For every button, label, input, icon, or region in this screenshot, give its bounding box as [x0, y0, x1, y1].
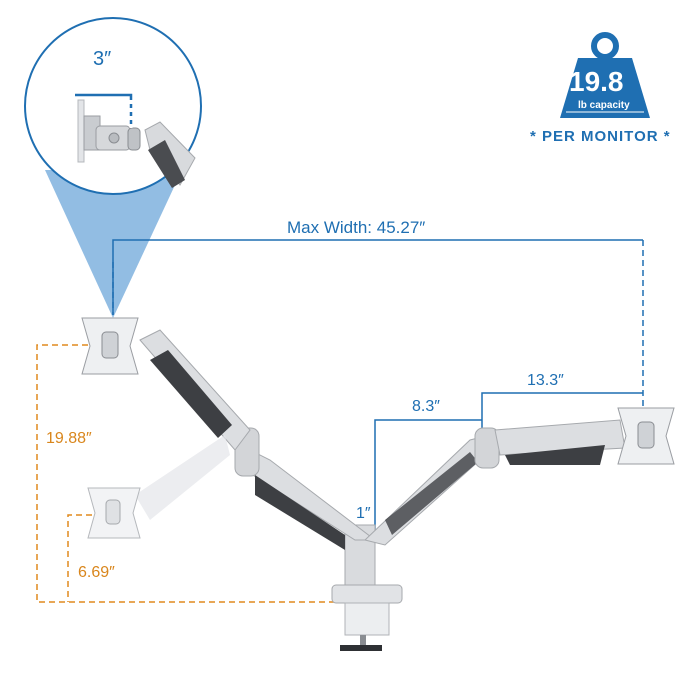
weight-icon [560, 32, 650, 118]
height-range-label: 19.88″ [46, 430, 92, 447]
inner-arm-label: 8.3″ [412, 398, 440, 415]
per-monitor-note: * PER MONITOR * [530, 128, 671, 145]
vesa-plate-upper-left [81, 317, 139, 375]
orange-dimension-lines [36, 344, 340, 603]
low-height-label: 6.69″ [78, 564, 115, 581]
right-arm [363, 419, 626, 546]
tilt-offset-label: 3″ [93, 48, 112, 70]
capacity-unit: lb capacity [578, 100, 630, 111]
vesa-plate-lower-left [87, 487, 141, 539]
max-width-label: Max Width: 45.27″ [287, 218, 426, 237]
outer-arm-label: 13.3″ [527, 372, 564, 389]
pole-offset-label: 1″ [356, 505, 371, 522]
left-arm [135, 329, 377, 550]
capacity-value: 19.8 [569, 66, 624, 97]
vesa-plate-right [617, 407, 675, 465]
blue-dimension-lines [112, 239, 644, 545]
detail-joint [75, 93, 196, 188]
